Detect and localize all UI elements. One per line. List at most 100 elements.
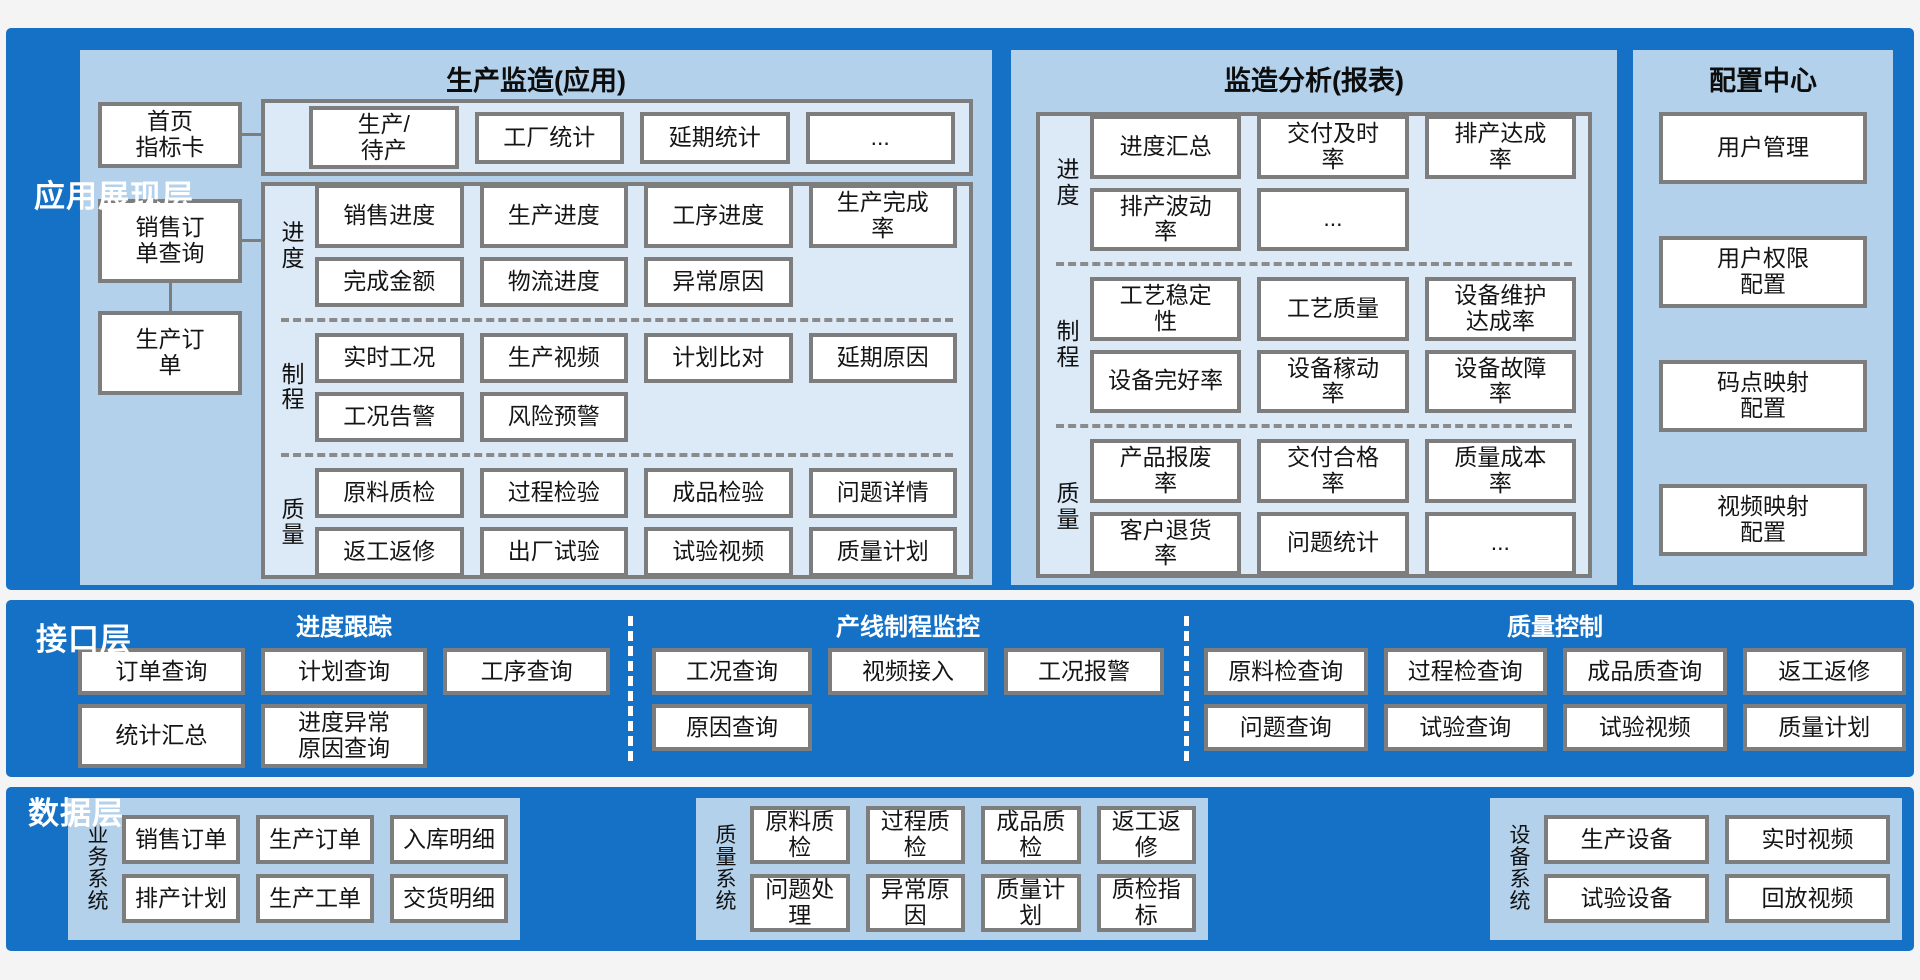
section-label: 制 程 <box>281 360 305 413</box>
module-box: 交付合格 率 <box>1257 439 1409 503</box>
module-box: 工厂统计 <box>474 111 624 164</box>
data-box: 生产工单 <box>256 874 374 923</box>
module-box: 视频映射 配置 <box>1659 484 1867 556</box>
data-box: 实时视频 <box>1725 815 1890 864</box>
panel-supervision-analysis: 监造分析(报表) 进 度 进度汇总 交付及时 率 排产达成 率 排产波动 率 .… <box>1011 50 1617 585</box>
panel-title: 监造分析(报表) <box>1224 66 1404 96</box>
main-modules-panel: 进 度 销售进度 生产进度 工序进度 生产完成 率 完成金额 物流进度 异常原因 <box>261 182 973 579</box>
module-box: 工艺稳定 性 <box>1090 277 1242 341</box>
data-box: 原料质检 <box>750 806 850 864</box>
dashed-divider <box>1056 262 1572 266</box>
section-label: 质 量 <box>281 495 305 548</box>
module-box: 成品检验 <box>644 467 793 518</box>
app-presentation-layer: 应用展现层 生产监造(应用) 首页 指标卡 销售订 单查询 生产订 单 生产/ … <box>6 28 1914 590</box>
data-layer: 数据层 业 务 系 统 销售订单 生产订单 入库明细 排产计划 生产工单 交货明… <box>6 787 1914 951</box>
module-box: 销售进度 <box>315 184 464 248</box>
module-box: 生产进度 <box>479 184 628 248</box>
module-box: 设备完好率 <box>1090 349 1242 413</box>
connector-line <box>240 133 264 136</box>
analysis-modules-panel: 进 度 进度汇总 交付及时 率 排产达成 率 排产波动 率 ... <box>1036 112 1592 578</box>
node-sales-order-query: 销售订 单查询 <box>98 199 242 283</box>
module-box: 实时工况 <box>315 332 464 383</box>
data-group-equipment-system: 设 备 系 统 生产设备 实时视频 试验设备 回放视频 <box>1490 798 1902 940</box>
interface-box: 原因查询 <box>652 704 812 751</box>
module-box: 设备故障 率 <box>1424 349 1576 413</box>
data-box: 生产设备 <box>1544 815 1709 864</box>
module-box-ellipsis: ... <box>1424 511 1576 575</box>
if-group-progress-tracking: 进度跟踪 订单查询 计划查询 工序查询 统计汇总 进度异常 原因查询 <box>78 612 610 768</box>
module-box: 延期统计 <box>640 111 790 164</box>
if-group-title: 进度跟踪 <box>296 614 392 641</box>
data-group-label: 业 务 系 统 <box>87 823 109 914</box>
panel-title: 生产监造(应用) <box>446 66 626 96</box>
section-progress: 进 度 销售进度 生产进度 工序进度 生产完成 率 完成金额 物流进度 异常原因 <box>271 184 957 307</box>
module-box-ellipsis: ... <box>805 111 955 164</box>
data-box: 质检指标 <box>1096 874 1196 932</box>
data-box: 生产订单 <box>256 815 374 864</box>
module-box: 质量成本 率 <box>1424 439 1576 503</box>
data-box: 成品质检 <box>981 806 1081 864</box>
connector-line <box>240 239 264 242</box>
interface-box: 过程检查询 <box>1383 648 1547 695</box>
module-box: 用户权限 配置 <box>1659 236 1867 308</box>
data-box: 试验设备 <box>1544 874 1709 923</box>
interface-layer: 接口层 进度跟踪 订单查询 计划查询 工序查询 统计汇总 进度异常 原因查询 产… <box>6 600 1914 777</box>
section-process: 制 程 实时工况 生产视频 计划比对 延期原因 工况告警 风险预警 <box>271 332 957 442</box>
data-box: 过程质检 <box>865 806 965 864</box>
interface-box: 质量计划 <box>1742 704 1906 751</box>
data-group-quality-system: 质 量 系 统 原料质检 过程质检 成品质检 返工返修 问题处理 异常原因 质量… <box>696 798 1208 940</box>
data-group-business-system: 业 务 系 统 销售订单 生产订单 入库明细 排产计划 生产工单 交货明细 <box>68 798 520 940</box>
module-box: 返工返修 <box>315 526 464 577</box>
panel-title: 配置中心 <box>1709 66 1817 96</box>
dashed-vertical-divider <box>628 616 633 761</box>
module-box-ellipsis: ... <box>1257 187 1409 251</box>
interface-box: 原料检查询 <box>1204 648 1368 695</box>
dashed-vertical-divider <box>1184 616 1189 761</box>
section-label: 质 量 <box>1056 480 1080 532</box>
interface-box: 试验查询 <box>1383 704 1547 751</box>
module-box: 原料质检 <box>315 467 464 518</box>
data-box: 销售订单 <box>122 815 240 864</box>
module-box: 出厂试验 <box>479 526 628 577</box>
section-quality: 质 量 原料质检 过程检验 成品检验 问题详情 返工返修 出厂试验 试验视频 <box>271 467 957 577</box>
data-group-label: 设 备 系 统 <box>1509 823 1531 914</box>
module-box: 排产波动 率 <box>1090 187 1242 251</box>
module-box: 用户管理 <box>1659 112 1867 184</box>
node-production-order: 生产订 单 <box>98 311 242 395</box>
if-group-title: 产线制程监控 <box>836 614 980 641</box>
module-box: 工序进度 <box>644 184 793 248</box>
module-box: 排产达成 率 <box>1424 115 1576 179</box>
dashed-divider <box>281 452 953 457</box>
interface-box: 进度异常 原因查询 <box>260 704 428 768</box>
interface-box: 工况查询 <box>652 648 812 695</box>
data-group-label: 质 量 系 统 <box>715 823 737 914</box>
data-box: 入库明细 <box>390 815 508 864</box>
interface-layer-label: 接口层 <box>36 622 132 657</box>
interface-box: 计划查询 <box>260 648 428 695</box>
module-box: 质量计划 <box>808 526 957 577</box>
module-box: 生产视频 <box>479 332 628 383</box>
section-quality: 质 量 产品报废 率 交付合格 率 质量成本 率 客户退货 率 问题统计 ... <box>1046 439 1576 575</box>
interface-box: 统计汇总 <box>78 704 245 768</box>
module-box: 工艺质量 <box>1257 277 1409 341</box>
module-box: 异常原因 <box>644 256 793 307</box>
module-box: 完成金额 <box>315 256 464 307</box>
panel-production-supervision: 生产监造(应用) 首页 指标卡 销售订 单查询 生产订 单 生产/ 待产 工厂统… <box>80 50 992 585</box>
interface-box: 订单查询 <box>78 648 245 695</box>
module-box: 问题统计 <box>1257 511 1409 575</box>
data-box: 回放视频 <box>1725 874 1890 923</box>
data-box: 问题处理 <box>750 874 850 932</box>
data-layer-label: 数据层 <box>28 796 124 831</box>
node-home-indicator-card: 首页 指标卡 <box>98 102 242 168</box>
interface-box: 问题查询 <box>1204 704 1368 751</box>
if-group-title: 质量控制 <box>1507 614 1603 641</box>
interface-box: 工序查询 <box>443 648 610 695</box>
if-group-line-process-monitoring: 产线制程监控 工况查询 视频接入 工况报警 原因查询 <box>652 612 1164 751</box>
section-process: 制 程 工艺稳定 性 工艺质量 设备维护 达成率 设备完好率 设备稼动 率 设备… <box>1046 277 1576 413</box>
module-box: 物流进度 <box>479 256 628 307</box>
module-box: 生产完成 率 <box>808 184 957 248</box>
data-box: 排产计划 <box>122 874 240 923</box>
section-label: 制 程 <box>1056 318 1080 370</box>
data-box: 质量计划 <box>981 874 1081 932</box>
section-label: 进 度 <box>281 218 305 271</box>
